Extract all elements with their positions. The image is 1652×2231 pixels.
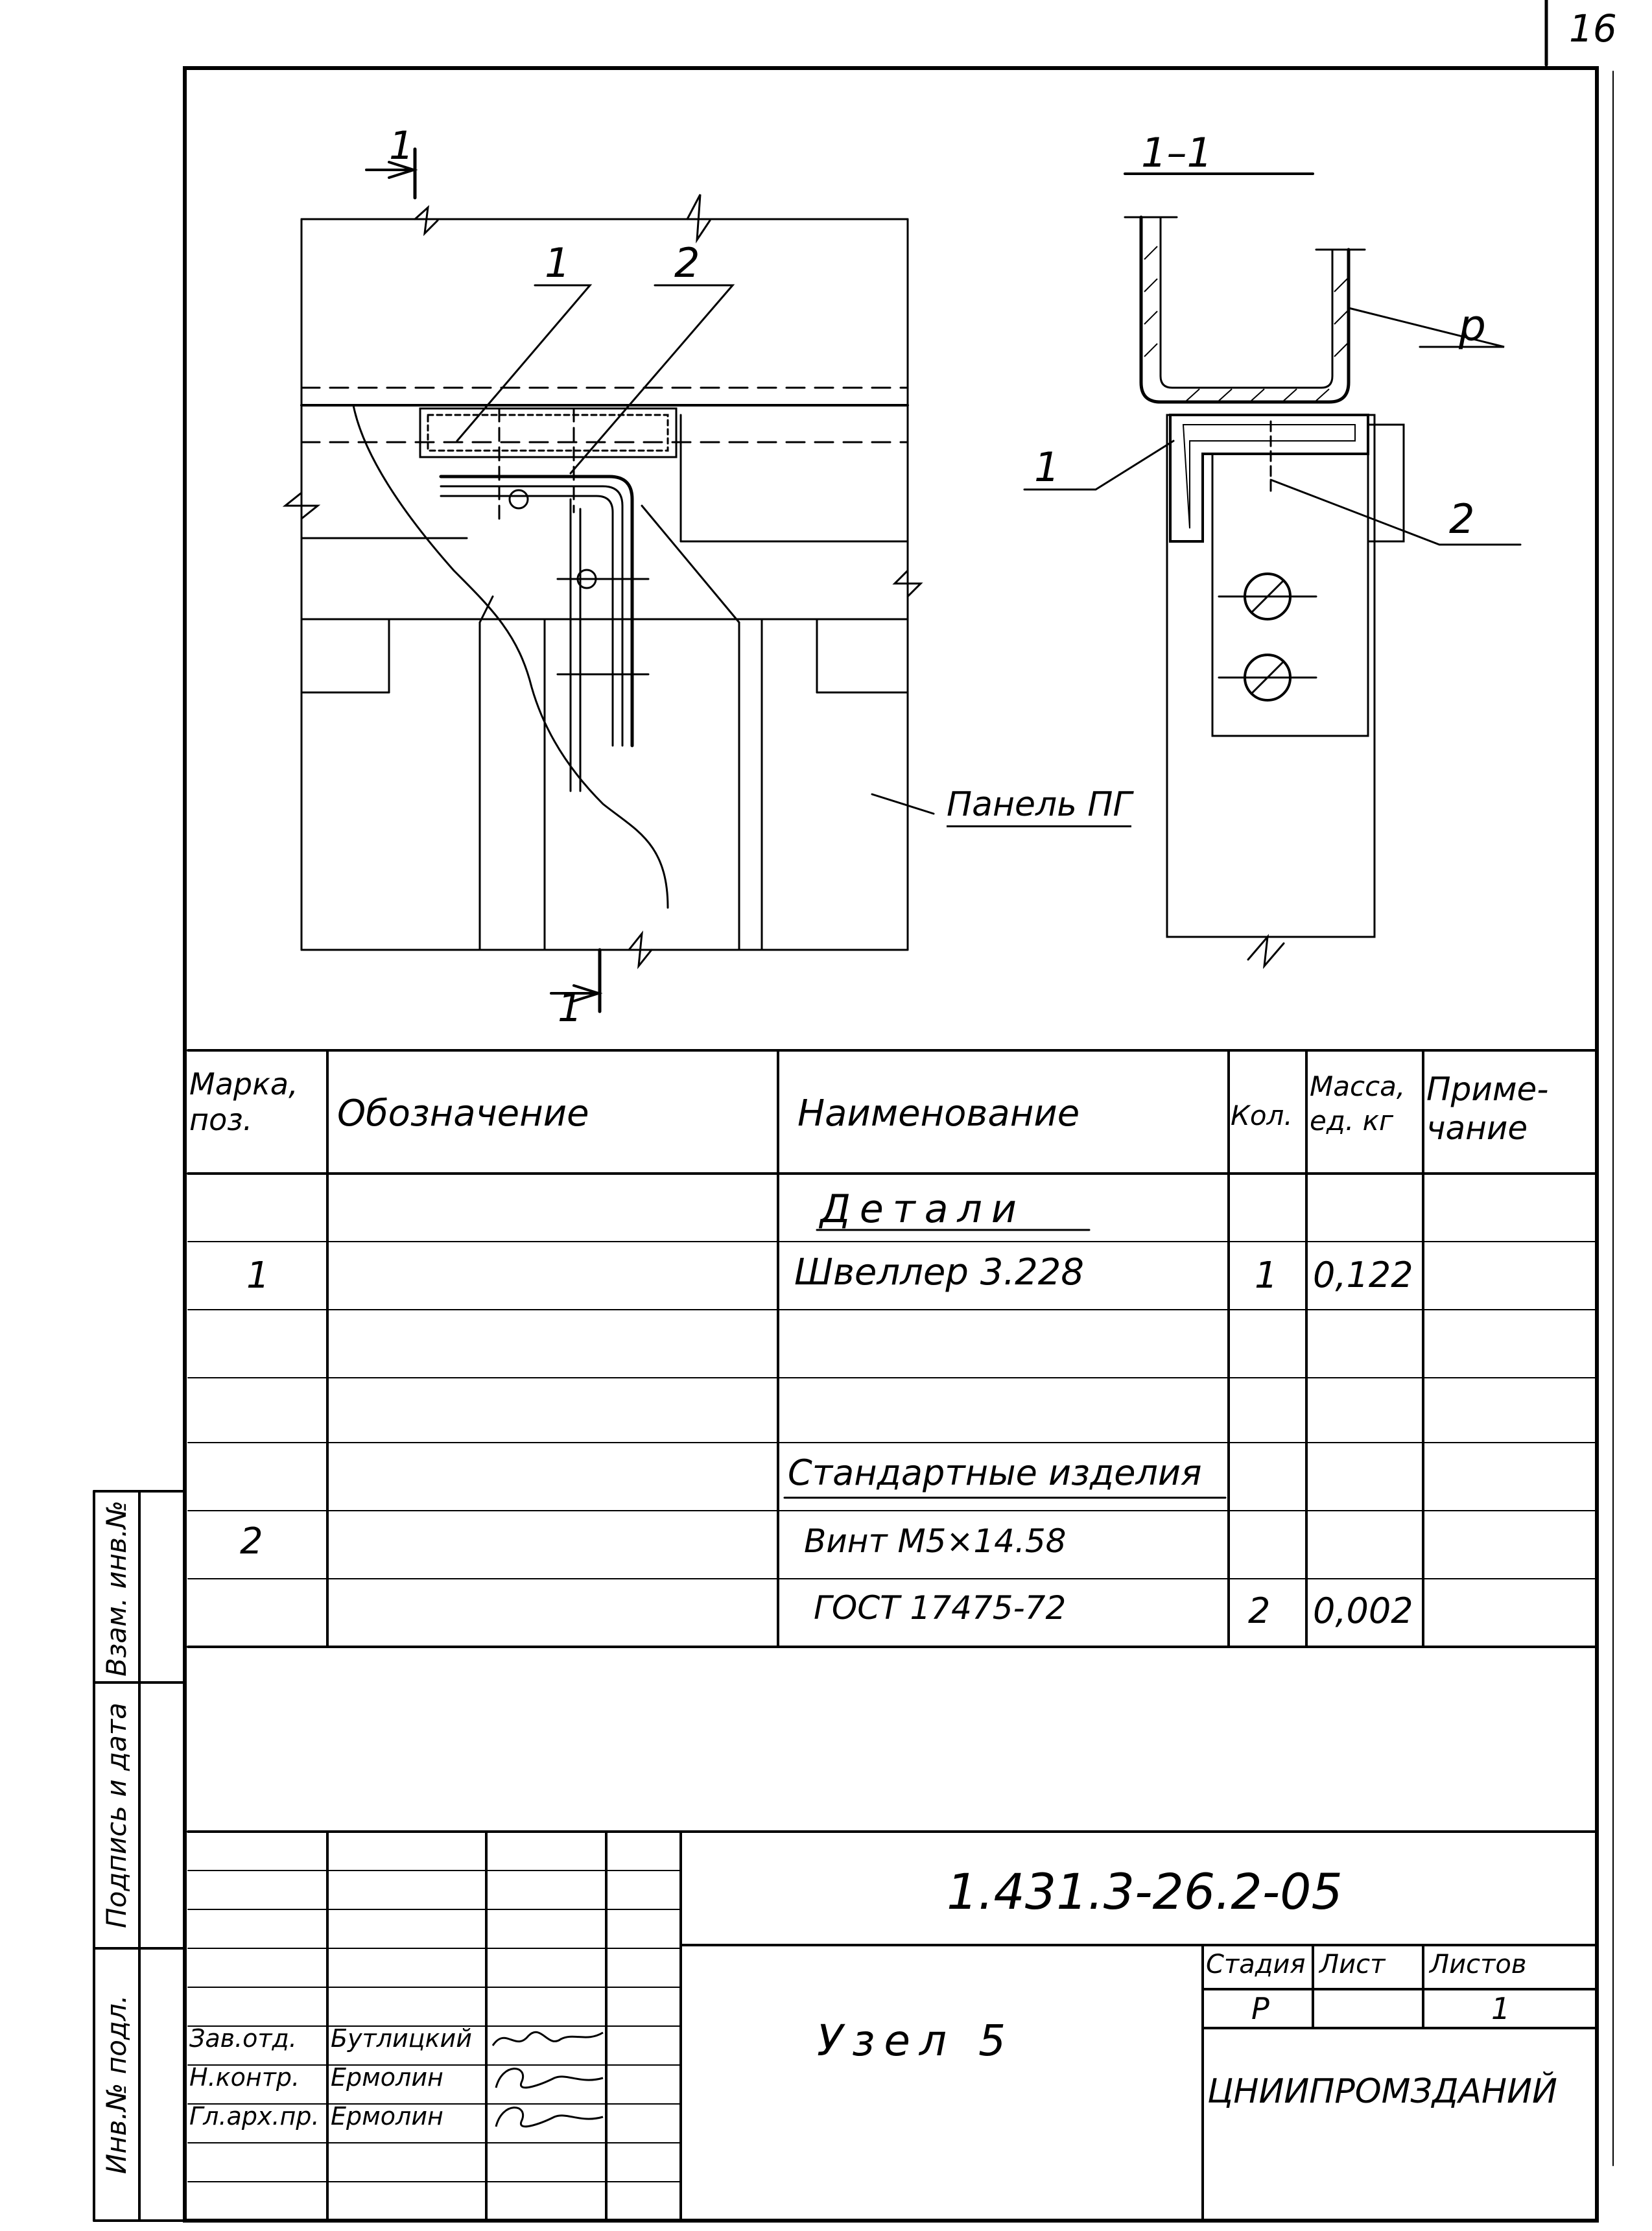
handwritten-signature: [491, 2031, 604, 2046]
margin-podpis-data: Подпись и дата: [100, 1703, 132, 1928]
document-code: 1.431.3-26.2-05: [947, 1863, 1343, 1920]
row-qty: 2: [1248, 1590, 1271, 1631]
section-view: [1023, 172, 1522, 969]
handwritten-signature: [495, 2068, 604, 2089]
header-mark: Марка, поз.: [189, 1067, 298, 1138]
row-mass: 0,002: [1313, 1590, 1413, 1631]
header-note: Приме- чание: [1426, 1070, 1549, 1147]
callout-1-section: 1: [1034, 443, 1060, 491]
stage-label: Стадия: [1206, 1950, 1306, 1979]
drawing-title: Узел 5: [817, 2016, 1015, 2066]
signature-name: Бутлицкий: [331, 2024, 472, 2053]
callout-2-elevation: 2: [674, 239, 700, 287]
handwritten-signature: [495, 2107, 604, 2128]
row-mass: 0,122: [1313, 1255, 1413, 1295]
signature-role: Н.контр.: [189, 2063, 300, 2092]
row-qty: 1: [1255, 1255, 1278, 1297]
margin-vzam-inv: Взам. инв.№: [100, 1500, 132, 1677]
organization-name: ЦНИИПРОМЗДАНИЙ: [1207, 2072, 1557, 2111]
elevation-view: [282, 147, 935, 1013]
callout-p: р: [1459, 301, 1486, 351]
row-name: Детали: [820, 1186, 1026, 1232]
spec-table-lines: [187, 1049, 1596, 1648]
signature-role: Гл.арх.пр.: [189, 2102, 320, 2131]
signature-role: Зав.отд.: [189, 2024, 297, 2053]
panel-label: Панель ПГ: [947, 788, 1132, 827]
sheet-number: 16: [1569, 6, 1617, 51]
row-mark: 1: [246, 1255, 270, 1297]
outer-frame: [183, 66, 1599, 2223]
section-mark-top: 1: [389, 123, 414, 169]
section-label: 1–1: [1141, 129, 1212, 176]
row-name: Стандартные изделия: [788, 1452, 1202, 1493]
callout-1-elevation: 1: [545, 239, 571, 287]
header-mass: Масса, ед. кг: [1310, 1070, 1406, 1137]
header-designation: Обозначение: [337, 1092, 589, 1135]
row-name: Винт М5×14.58: [804, 1522, 1067, 1560]
callout-2-section: 2: [1449, 495, 1475, 543]
margin-inv-podl: Инв.№ подл.: [100, 1994, 132, 2175]
stage-value: Р: [1251, 1991, 1269, 2026]
section-mark-bottom: 1: [558, 986, 583, 1031]
sheets-value: 1: [1491, 1991, 1511, 2026]
row-mark: 2: [240, 1520, 263, 1563]
signature-name: Ермолин: [331, 2063, 443, 2092]
sheets-label: Листов: [1430, 1950, 1527, 1979]
row-name: ГОСТ 17475-72: [814, 1589, 1067, 1627]
header-name: Наименование: [797, 1092, 1080, 1135]
header-qty: Кол.: [1231, 1100, 1293, 1131]
sheet-label: Лист: [1319, 1950, 1386, 1979]
row-name: Швеллер 3.228: [794, 1251, 1085, 1293]
title-block-lines: [187, 1830, 1596, 2222]
signature-name: Ермолин: [331, 2102, 443, 2131]
